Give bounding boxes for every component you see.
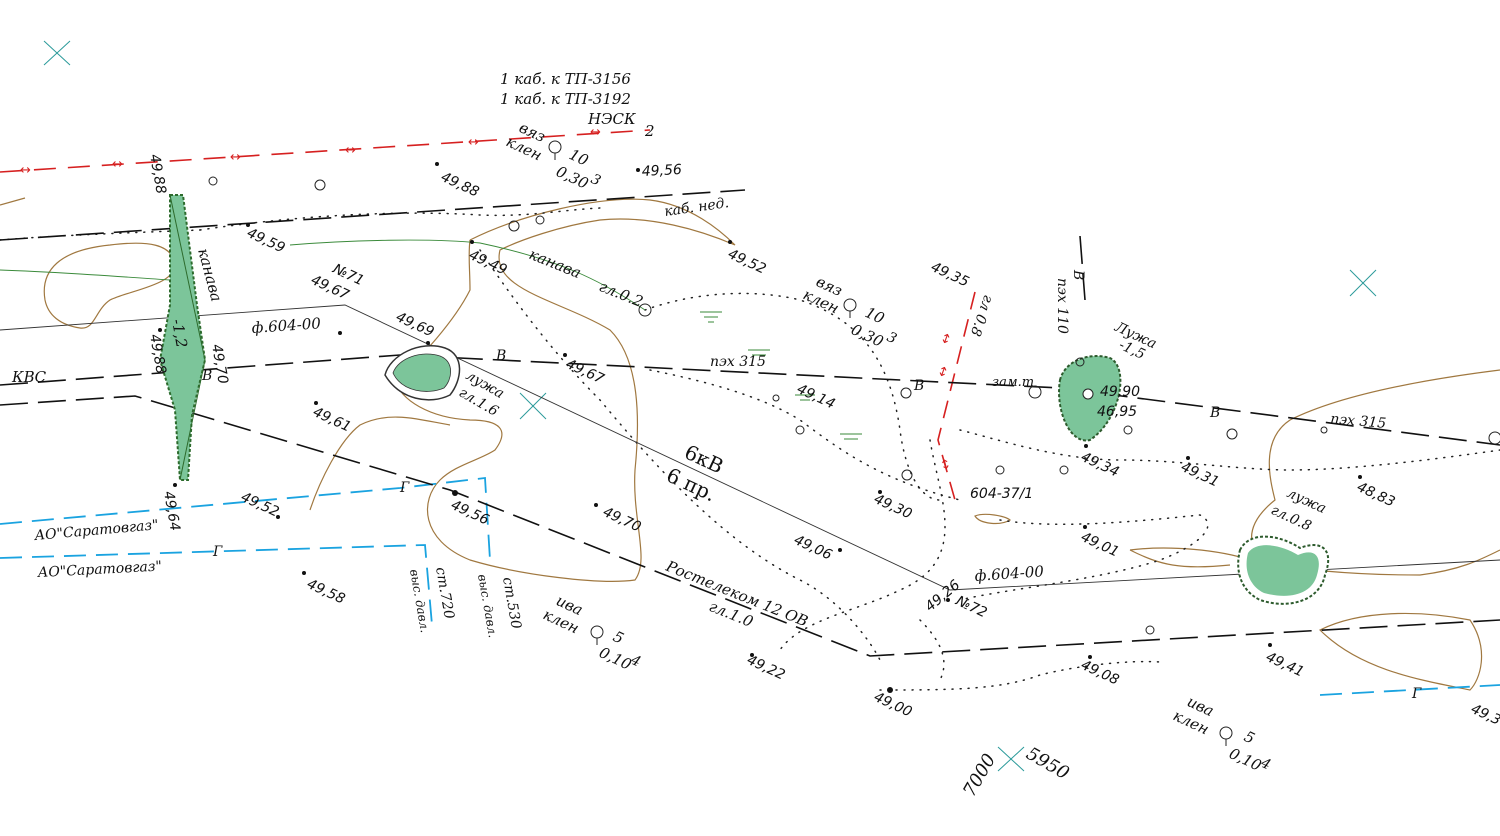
svg-text:В: В: [1209, 405, 1220, 421]
svg-text:пэх 315: пэх 315: [710, 354, 766, 370]
svg-text:гл 0.8: гл 0.8: [967, 293, 997, 339]
cable-line-2: 1 каб. к ТП-3192: [500, 90, 631, 108]
cable-count: 2: [644, 122, 655, 140]
svg-text:49,88: 49,88: [146, 153, 169, 195]
svg-text:49,59: 49,59: [244, 225, 287, 256]
tree-label-3: ива клен 5 0,10 4: [540, 591, 643, 674]
svg-text:49,34: 49,34: [1078, 449, 1121, 480]
svg-text:49,3: 49,3: [1468, 701, 1500, 729]
svg-text:ф.604-00: ф.604-00: [251, 314, 322, 337]
tree-label-1: вяз клен 10 0,30 3: [503, 118, 603, 193]
gas-pipelines: [0, 476, 1500, 696]
svg-text:49,70: 49,70: [208, 343, 231, 385]
svg-text:↔: ↔: [938, 331, 956, 346]
water-marks: [700, 311, 862, 440]
svg-text:49,56: 49,56: [448, 497, 491, 528]
svg-text:49,08: 49,08: [1078, 657, 1121, 688]
tree-icon: [548, 140, 1233, 746]
svg-text:49,30: 49,30: [871, 491, 914, 522]
svg-text:49,01: 49,01: [1078, 529, 1121, 560]
svg-text:49,56: 49,56: [641, 162, 682, 180]
svg-text:7000: 7000: [959, 750, 1000, 800]
ditch-shape: [158, 194, 207, 481]
svg-text:КВС: КВС: [11, 368, 47, 386]
svg-text:49,88: 49,88: [146, 333, 169, 375]
svg-text:↔: ↔: [936, 457, 953, 472]
cable-owner: НЭСК: [587, 110, 636, 128]
svg-text:канава: канава: [527, 245, 584, 282]
poles: [208, 176, 1500, 635]
power-cable-arrows: ↔ ↔ ↔ ↔ ↔ ↔ ↔ ↔ ↔: [20, 125, 956, 472]
svg-text:АО"Саратовгаз": АО"Саратовгаз": [36, 559, 162, 582]
dotted-boundaries: [0, 207, 1500, 691]
svg-text:49,61: 49,61: [310, 404, 353, 435]
svg-text:пэх 315: пэх 315: [1330, 411, 1387, 432]
svg-text:пэх 110: пэх 110: [1054, 278, 1070, 334]
svg-text:49,06: 49,06: [791, 532, 834, 563]
svg-text:49,14: 49,14: [794, 381, 837, 412]
tree-label-4: ива клен 5 0,10 4: [1170, 692, 1273, 775]
svg-text:49,22: 49,22: [744, 652, 787, 683]
svg-text:46,95: 46,95: [1097, 404, 1137, 420]
svg-text:49,69: 49,69: [393, 309, 436, 340]
svg-text:5: 5: [610, 627, 626, 647]
svg-text:ф.604-00: ф.604-00: [974, 562, 1045, 585]
svg-text:↔: ↔: [590, 125, 601, 140]
svg-text:ст.530: ст.530: [499, 576, 524, 630]
power-cable-line: [0, 129, 976, 501]
svg-text:49,00: 49,00: [871, 689, 914, 720]
svg-text:49,58: 49,58: [304, 576, 347, 607]
svg-text:выс. давл.: выс. давл.: [475, 573, 500, 639]
svg-text:↔: ↔: [112, 157, 123, 172]
svg-text:49,52: 49,52: [238, 489, 281, 520]
svg-text:гл.0.2: гл.0.2: [597, 277, 646, 311]
cable-line-1: 1 каб. к ТП-3156: [500, 70, 631, 88]
svg-text:49,41: 49,41: [1263, 649, 1306, 680]
svg-text:↔: ↔: [935, 364, 953, 379]
cable-annotation: 1 каб. к ТП-3156 1 каб. к ТП-3192 НЭСК 2…: [500, 70, 730, 220]
svg-text:зам.т: зам.т: [992, 375, 1034, 390]
puddle-1: [384, 345, 461, 401]
elevation-labels: 49,88 49,56 49,88 49,59 49,49 49,52 49,3…: [146, 153, 1500, 729]
svg-text:Г: Г: [1411, 686, 1422, 702]
svg-text:49,88: 49,88: [438, 169, 481, 200]
svg-text:49,52: 49,52: [725, 246, 768, 277]
svg-text:49,67: 49,67: [563, 356, 606, 387]
svg-text:Г: Г: [212, 544, 223, 560]
svg-text:АО"Саратовгаз": АО"Саратовгаз": [33, 517, 159, 544]
svg-text:В: В: [913, 378, 924, 394]
cable-undef: каб. нед.: [663, 195, 730, 220]
svg-text:49,64: 49,64: [160, 490, 183, 532]
svg-text:В: В: [1070, 269, 1086, 280]
puddle-3: [1237, 535, 1330, 605]
svg-text:49,90: 49,90: [1100, 384, 1140, 400]
svg-text:0,10: 0,10: [1226, 744, 1264, 775]
svg-text:3: 3: [884, 329, 899, 347]
svg-text:49,70: 49,70: [600, 504, 643, 535]
elevation-points: [158, 162, 1362, 693]
svg-text:49,49: 49,49: [466, 247, 509, 278]
svg-text:ст.720: ст.720: [432, 566, 457, 620]
grid-cross-icon: [43, 40, 1377, 772]
svg-text:↔: ↔: [468, 135, 479, 150]
svg-text:49,35: 49,35: [928, 259, 971, 290]
svg-text:В: В: [495, 348, 506, 364]
svg-text:↔: ↔: [345, 143, 356, 158]
svg-text:5950: 5950: [1023, 743, 1073, 784]
svg-text:Г: Г: [399, 480, 410, 496]
svg-text:0,10: 0,10: [596, 643, 634, 674]
svg-text:№72: №72: [952, 593, 989, 622]
svg-text:канава: канава: [194, 246, 225, 303]
svg-text:↔: ↔: [230, 150, 241, 165]
svg-text:↔: ↔: [20, 163, 31, 178]
svg-text:5: 5: [1241, 727, 1257, 747]
svg-text:604-37/1: 604-37/1: [970, 486, 1033, 502]
svg-text:-1,2: -1,2: [168, 318, 191, 350]
svg-text:В: В: [201, 368, 212, 384]
svg-text:3: 3: [588, 171, 603, 189]
svg-text:49,31: 49,31: [1178, 459, 1221, 490]
svg-text:0,30: 0,30: [553, 162, 591, 193]
svg-text:48,83: 48,83: [1354, 479, 1397, 510]
